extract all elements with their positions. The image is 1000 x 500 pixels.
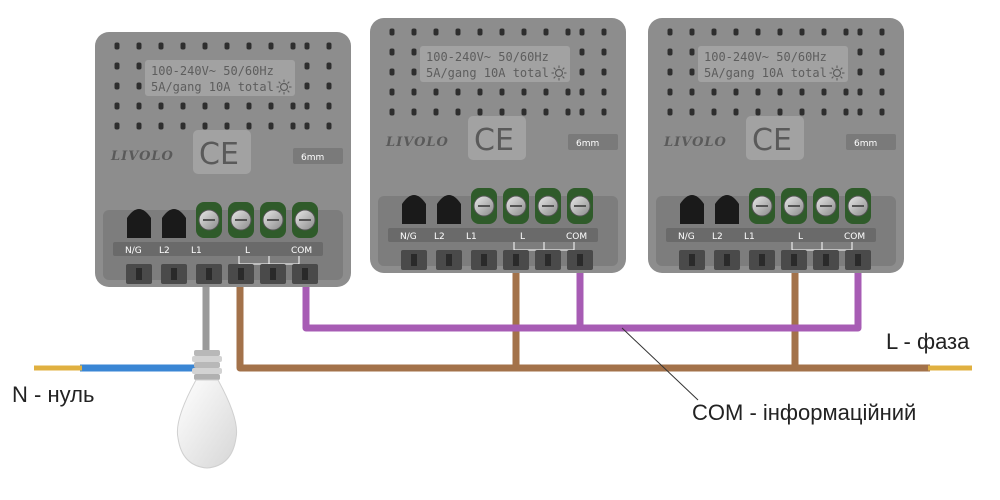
terminal-label-band: [666, 228, 876, 242]
phase-wire: [236, 272, 930, 372]
strip-length-label: 6mm: [854, 139, 877, 149]
terminal-label: N/G: [125, 246, 142, 256]
spec-voltage: 100-240V~ 50/60Hz: [704, 50, 827, 64]
ce-mark: CE: [752, 123, 792, 158]
terminal-label: COM: [566, 232, 587, 242]
switch-module-2: 100-240V~ 50/60Hz 5A/gang 10A totalLIVOLO…: [370, 18, 626, 273]
vent-holes: [114, 42, 332, 130]
spec-current: 5A/gang 10A total: [151, 80, 274, 94]
terminal-label-band: [113, 242, 323, 256]
brand-logo: LIVOLO: [385, 135, 449, 150]
spec-voltage: 100-240V~ 50/60Hz: [151, 64, 274, 78]
terminal-label: L: [798, 232, 803, 242]
strip-length-marker: [568, 134, 618, 150]
spec-current: 5A/gang 10A total: [704, 66, 827, 80]
switch-module-3: 100-240V~ 50/60Hz 5A/gang 10A totalLIVOLO…: [648, 18, 904, 273]
neutral-label: N - нуль: [12, 382, 94, 407]
spec-voltage: 100-240V~ 50/60Hz: [426, 50, 549, 64]
ce-plate: [468, 116, 526, 160]
terminal-label: L: [520, 232, 525, 242]
spec-plate: [698, 46, 848, 82]
strip-length-label: 6mm: [576, 139, 599, 149]
terminal-label: N/G: [678, 232, 695, 242]
empty-terminal-slot: [162, 209, 186, 238]
empty-terminal-slot: [715, 195, 739, 224]
terminal-label-band: [388, 228, 598, 242]
sun-icon: [276, 79, 292, 95]
sun-icon: [551, 65, 567, 81]
switch-module-1: 100-240V~ 50/60Hz 5A/gang 10A totalLIVOLO…: [95, 32, 351, 287]
terminal-label: L1: [191, 246, 202, 256]
terminal-label: L1: [466, 232, 477, 242]
spec-current: 5A/gang 10A total: [426, 66, 549, 80]
empty-terminal-slot: [127, 209, 151, 238]
empty-terminal-slot: [402, 195, 426, 224]
terminal-label: COM: [844, 232, 865, 242]
terminal-label: L1: [744, 232, 755, 242]
terminal-label: L2: [434, 232, 445, 242]
empty-terminal-slot: [680, 195, 704, 224]
spec-plate: [145, 60, 295, 96]
terminal-label: L: [245, 246, 250, 256]
ce-plate: [746, 116, 804, 160]
brand-logo: LIVOLO: [663, 135, 727, 150]
spec-plate: [420, 46, 570, 82]
brand-logo: LIVOLO: [110, 149, 174, 164]
terminal-label: L2: [159, 246, 170, 256]
com-pointer-line: [621, 327, 699, 401]
empty-terminal-slot: [437, 195, 461, 224]
vent-holes: [389, 28, 607, 116]
ce-mark: CE: [199, 137, 239, 172]
phase-label: L - фаза: [886, 329, 970, 354]
strip-length-marker: [293, 148, 343, 164]
com-label: COM - інформаційний: [692, 400, 916, 425]
ce-mark: CE: [474, 123, 514, 158]
strip-length-marker: [846, 134, 896, 150]
terminal-label: L2: [712, 232, 723, 242]
strip-length-label: 6mm: [301, 153, 324, 163]
light-bulb: [176, 350, 238, 469]
sun-icon: [829, 65, 845, 81]
terminal-label: COM: [291, 246, 312, 256]
ce-plate: [193, 130, 251, 174]
terminal-label: N/G: [400, 232, 417, 242]
vent-holes: [667, 28, 885, 116]
